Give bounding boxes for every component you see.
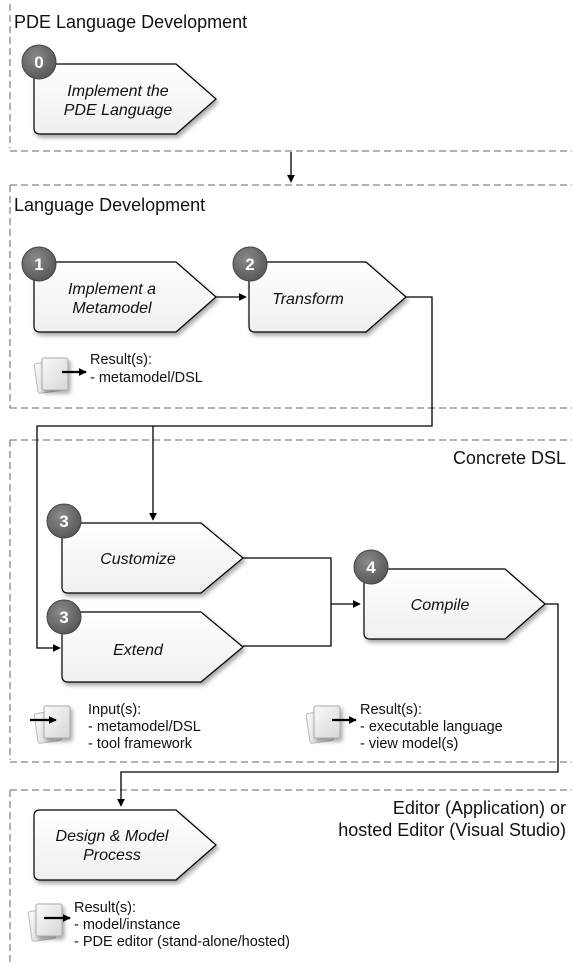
step-implement-pde-language: Implement the PDE Language: [33, 63, 217, 135]
step-transform: Transform: [248, 261, 407, 333]
step-2-badge: 2: [232, 246, 268, 282]
connector-compile-to-design: [117, 603, 559, 807]
section-title-editor-line2: hosted Editor (Visual Studio): [338, 820, 566, 840]
connector-transform-down: [36, 296, 433, 652]
step-4-badge: 4: [353, 549, 389, 585]
document-icon: [33, 357, 69, 394]
note-3-item-1: - executable language: [360, 719, 503, 735]
section-title-pde-language-development: PDE Language Development: [14, 12, 247, 32]
step-0-label-line1: Implement the: [67, 83, 168, 100]
step-4-label: Compile: [411, 597, 470, 614]
step-compile: Compile: [363, 568, 546, 640]
note-4-item-2: - PDE editor (stand-alone/hosted): [74, 934, 290, 950]
document-icon: [33, 705, 71, 744]
note-3-heading: Result(s):: [360, 702, 422, 718]
document-icon: [27, 903, 63, 942]
connector-customize-to-compile: [243, 557, 332, 647]
step-3b-badge-number: 3: [59, 608, 68, 627]
step-design-label-line2: Process: [83, 847, 141, 864]
note-3-item-2: - view model(s): [360, 736, 458, 752]
step-extend: Extend: [61, 611, 244, 683]
step-3b-label: Extend: [113, 642, 164, 659]
step-0-badge-number: 0: [34, 53, 43, 72]
connectors: [36, 152, 559, 807]
section-title-concrete-dsl: Concrete DSL: [453, 448, 566, 468]
note-2-item-1: - metamodel/DSL: [88, 719, 201, 735]
step-4-badge-number: 4: [366, 558, 376, 577]
document-icon: [305, 705, 341, 744]
step-3a-label: Customize: [100, 551, 176, 568]
note-4-item-1: - model/instance: [74, 917, 180, 933]
step-1-badge-number: 1: [34, 255, 43, 274]
note-inputs: Input(s): - metamodel/DSL - tool framewo…: [30, 702, 201, 752]
step-1-label-line2: Metamodel: [72, 300, 152, 317]
step-3b-badge: 3: [46, 599, 82, 635]
note-2-heading: Input(s):: [88, 702, 141, 718]
step-design-label-line1: Design & Model: [56, 828, 169, 845]
step-2-label: Transform: [272, 291, 344, 308]
step-implement-metamodel: Implement a Metamodel: [33, 261, 217, 333]
step-3a-badge: 3: [46, 503, 82, 539]
note-1-heading: Result(s):: [90, 352, 152, 368]
step-3a-badge-number: 3: [59, 512, 68, 531]
note-2-item-2: - tool framework: [88, 736, 193, 752]
note-result-executable: Result(s): - executable language - view …: [305, 702, 503, 752]
step-1-badge: 1: [21, 246, 57, 282]
section-title-editor-line1: Editor (Application) or: [393, 798, 566, 818]
step-customize: Customize: [61, 522, 244, 594]
note-result-model-instance: Result(s): - model/instance - PDE editor…: [27, 900, 290, 950]
section-title-language-development: Language Development: [14, 195, 205, 215]
step-design-model-process: Design & Model Process: [33, 809, 217, 881]
step-1-label-line1: Implement a: [68, 281, 156, 298]
step-0-label-line2: PDE Language: [64, 102, 173, 119]
step-0-badge: 0: [21, 44, 57, 80]
section-frames: [9, 4, 572, 962]
note-1-item-1: - metamodel/DSL: [90, 370, 203, 386]
step-2-badge-number: 2: [245, 255, 254, 274]
note-4-heading: Result(s):: [74, 900, 136, 916]
note-result-metamodel: Result(s): - metamodel/DSL: [33, 352, 203, 394]
